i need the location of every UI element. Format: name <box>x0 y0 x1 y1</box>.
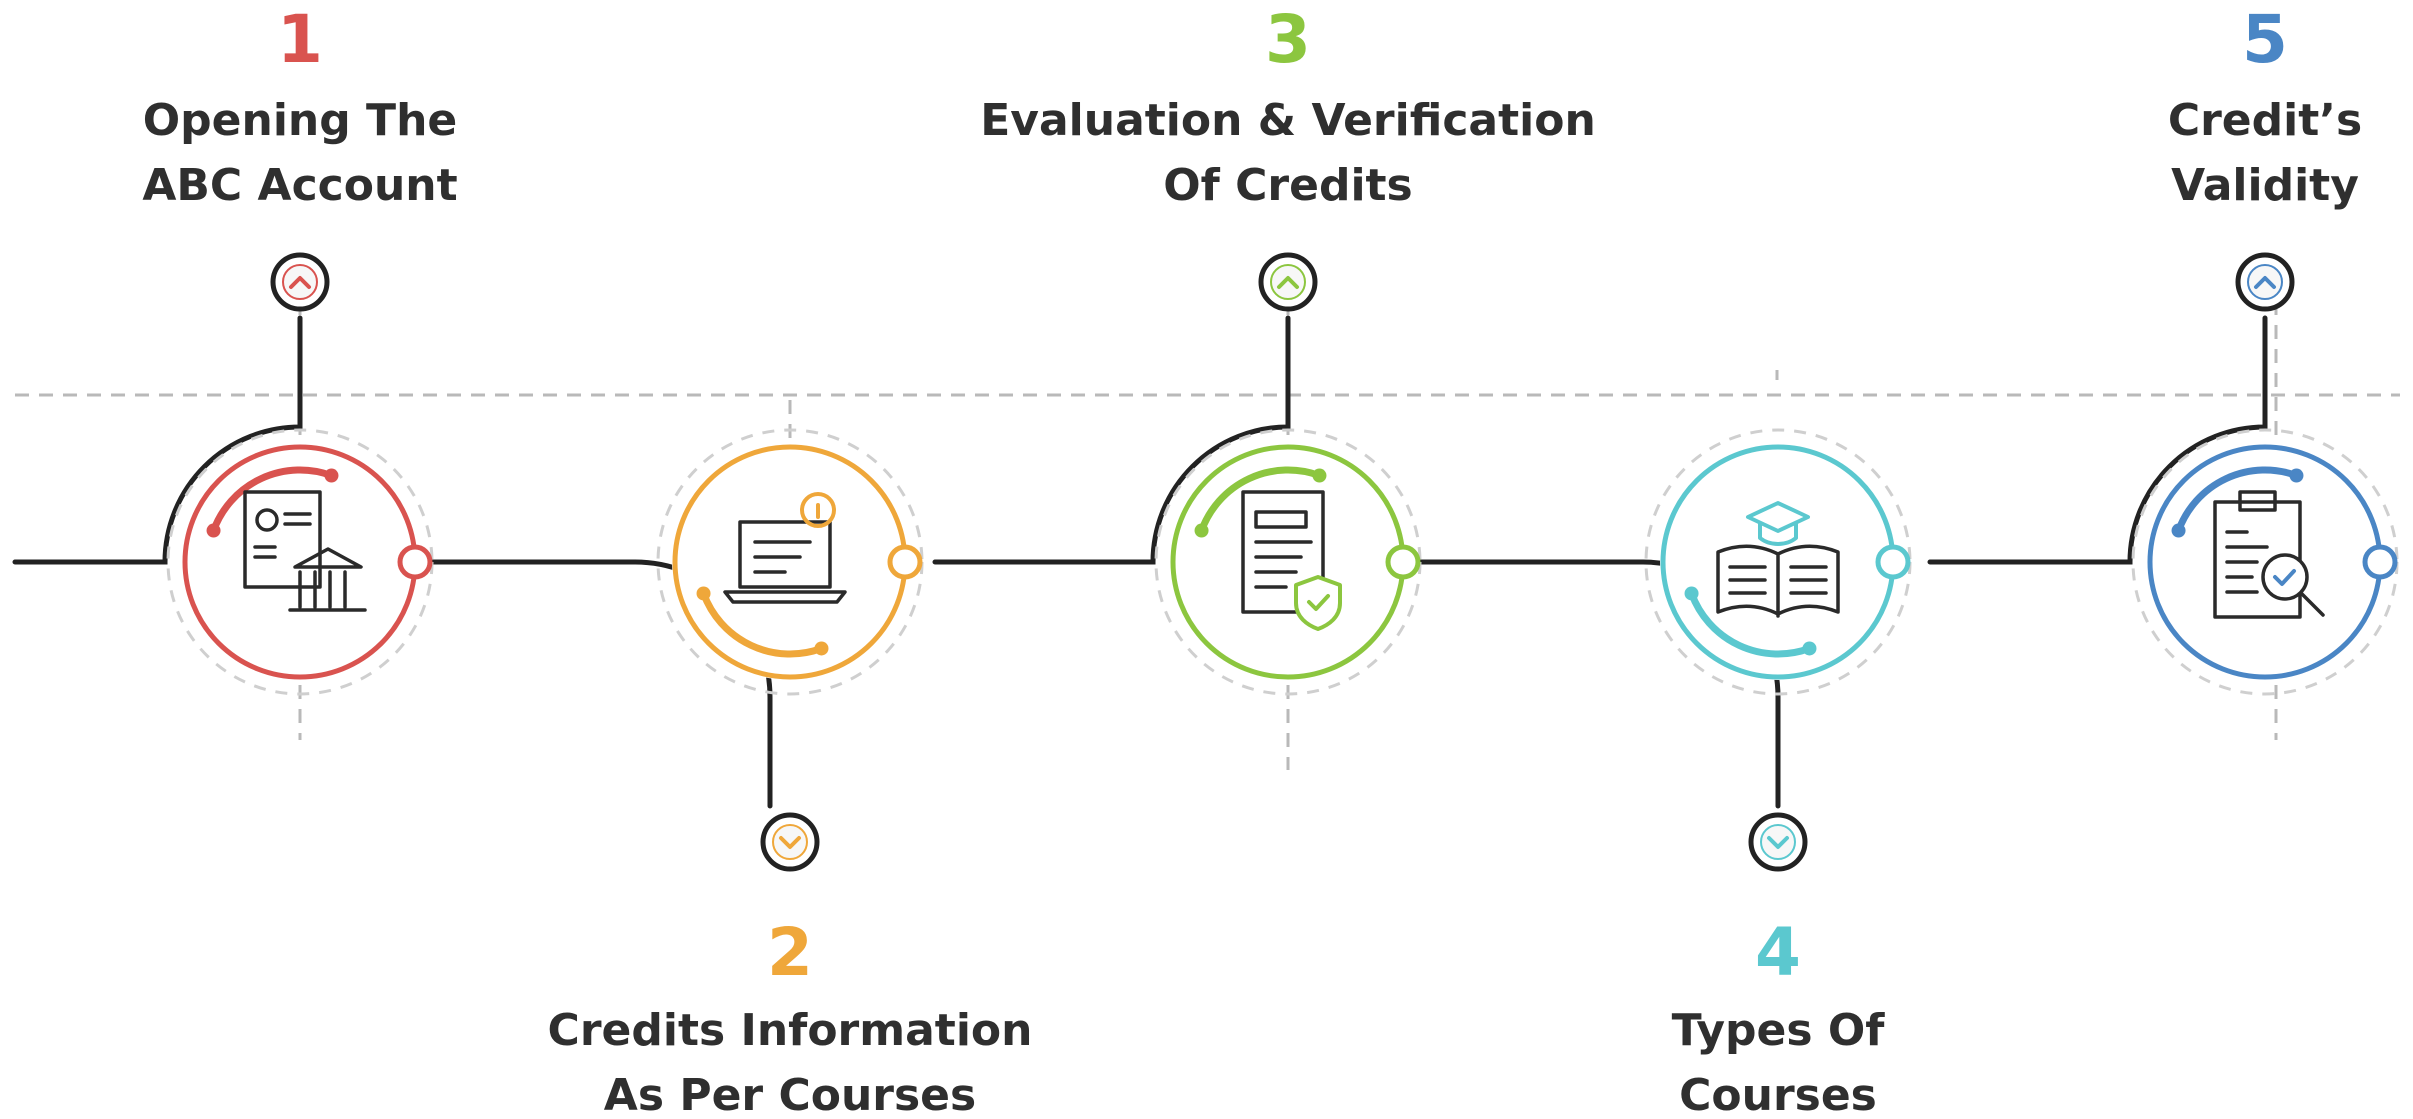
step-node-arc-dot <box>2289 468 2304 483</box>
step-5-label: 5 Credit’s Validity <box>2168 1 2362 211</box>
step-1-title-line2: ABC Account <box>142 160 457 211</box>
step-node-arc-dot <box>696 586 711 601</box>
step-node-arc-dot <box>1802 641 1817 656</box>
step-node-port <box>1385 544 1421 580</box>
step-node-port <box>397 544 433 580</box>
chevron-down-icon <box>760 812 820 872</box>
step-2-title-line1: Credits Information <box>548 1005 1033 1056</box>
step-node-arc-dot <box>1312 468 1327 483</box>
step-node-port <box>2362 544 2398 580</box>
step-5-title-line2: Validity <box>2171 160 2359 211</box>
document-shield-icon <box>1241 490 1342 631</box>
chevron-up-icon <box>1258 252 1318 312</box>
step-node-arc-dot <box>814 641 829 656</box>
laptop-info-icon <box>723 492 847 604</box>
step-4-title-line2: Courses <box>1679 1070 1877 1119</box>
step-node-arc-dot <box>1194 523 1209 538</box>
step-5-number: 5 <box>2242 1 2288 78</box>
step-node-inner-arc <box>700 589 825 658</box>
book-graduation-icon <box>1716 501 1840 618</box>
step-node-arc-dot <box>1684 586 1699 601</box>
chevron-up-icon <box>270 252 330 312</box>
clipboard-search-icon <box>2213 490 2325 619</box>
step-5-node <box>2131 252 2399 696</box>
step-1-label: 1 Opening The ABC Account <box>142 1 457 211</box>
step-2-node <box>656 428 924 872</box>
step-node-backdrop <box>672 444 908 680</box>
step-3-node <box>1154 252 1422 696</box>
bank-account-icon <box>243 490 367 612</box>
step-5-title-line1: Credit’s <box>2168 95 2362 146</box>
step-node-inner-arc <box>2175 466 2300 535</box>
step-3-number: 3 <box>1265 1 1311 78</box>
step-node-inner-arc <box>1688 589 1813 658</box>
step-2-number: 2 <box>767 914 813 991</box>
step-node-backdrop <box>2147 444 2383 680</box>
step-4-node <box>1644 428 1912 872</box>
chevron-down-icon <box>1748 812 1808 872</box>
step-1-title-line1: Opening The <box>143 95 457 146</box>
step-4-label: 4 Types Of Courses <box>1672 914 1886 1119</box>
step-4-number: 4 <box>1755 914 1801 991</box>
step-node-backdrop <box>1170 444 1406 680</box>
step-node-inner-arc <box>210 466 335 535</box>
step-2-title-line2: As Per Courses <box>604 1070 976 1119</box>
step-node-arc-dot <box>2171 523 2186 538</box>
step-node-inner-arc <box>1198 466 1323 535</box>
step-node-arc-dot <box>324 468 339 483</box>
step-1-number: 1 <box>277 1 323 78</box>
step-node-arc-dot <box>206 523 221 538</box>
step-node-backdrop <box>182 444 418 680</box>
step-3-title-line1: Evaluation & Verification <box>980 95 1596 146</box>
step-3-title-line2: Of Credits <box>1163 160 1413 211</box>
chevron-up-icon <box>2235 252 2295 312</box>
step-3-label: 3 Evaluation & Verification Of Credits <box>980 1 1596 211</box>
step-1-node <box>166 252 434 696</box>
step-node-port <box>887 544 923 580</box>
step-4-title-line1: Types Of <box>1672 1005 1886 1056</box>
step-2-label: 2 Credits Information As Per Courses <box>548 914 1033 1119</box>
step-node-port <box>1875 544 1911 580</box>
